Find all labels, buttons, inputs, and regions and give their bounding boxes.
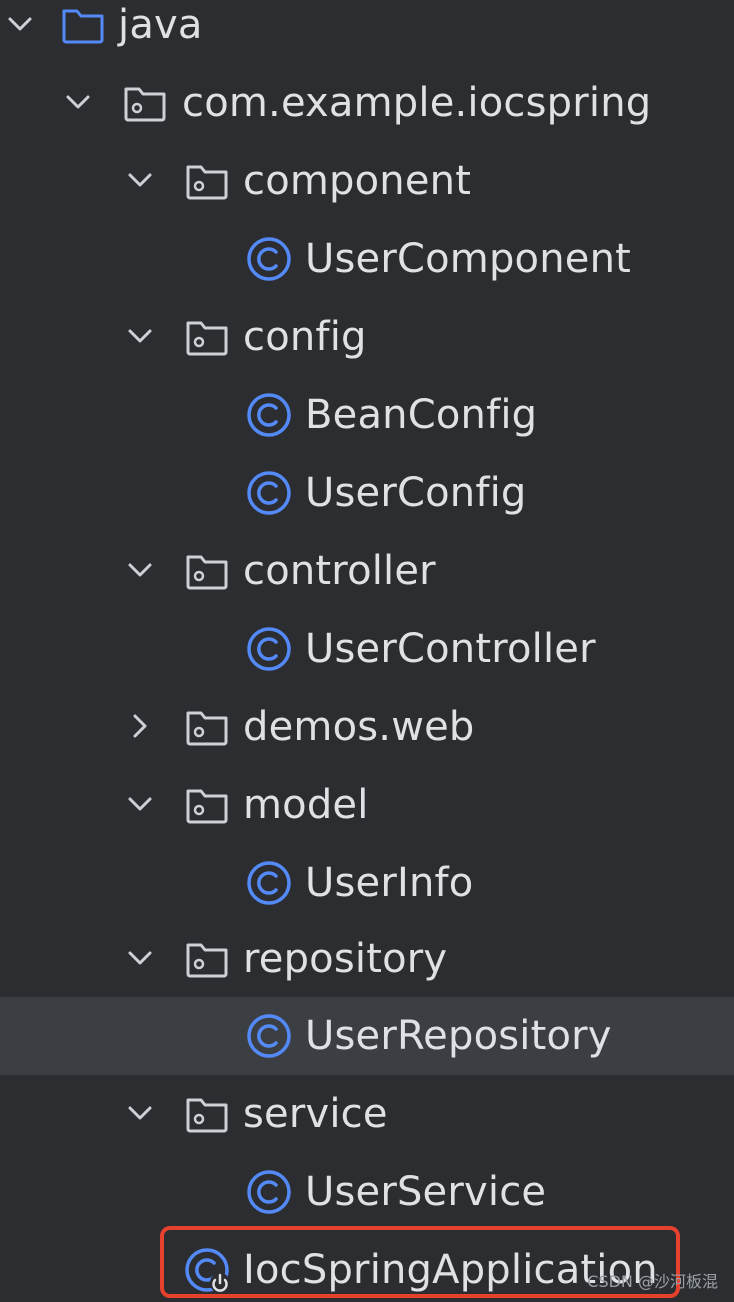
tree-node-com-example-iocspring[interactable]: com.example.iocspring (0, 64, 734, 142)
chevron-right-icon[interactable] (124, 710, 156, 742)
tree-node-label: UserService (305, 1169, 547, 1215)
tree-node-label: UserController (305, 626, 596, 672)
chevron-down-icon[interactable] (124, 554, 156, 586)
package-icon (124, 87, 166, 122)
tree-node-label: UserRepository (305, 1013, 612, 1059)
tree-node-label: service (243, 1091, 388, 1137)
tree-node-label: UserComponent (305, 236, 631, 282)
tree-node-userrepository[interactable]: UserRepository (0, 997, 734, 1075)
tree-node-label: UserInfo (305, 860, 474, 906)
tree-node-service[interactable]: service (0, 1075, 734, 1153)
chevron-down-icon[interactable] (124, 1097, 156, 1129)
tree-node-label: component (243, 158, 472, 204)
package-icon (186, 943, 228, 978)
tree-node-controller[interactable]: controller (0, 532, 734, 610)
tree-node-label: repository (243, 936, 448, 982)
tree-node-model[interactable]: model (0, 766, 734, 844)
tree-node-userservice[interactable]: UserService (0, 1153, 734, 1231)
package-icon (186, 1098, 228, 1133)
chevron-down-icon[interactable] (124, 320, 156, 352)
tree-node-label: IocSpringApplication (243, 1247, 658, 1293)
tree-node-component[interactable]: component (0, 142, 734, 220)
tree-node-userinfo[interactable]: UserInfo (0, 844, 734, 922)
source-folder-icon (62, 9, 104, 44)
tree-node-demos-web[interactable]: demos.web (0, 688, 734, 766)
class-icon (247, 393, 291, 437)
class-icon (247, 1014, 291, 1058)
chevron-down-icon[interactable] (124, 164, 156, 196)
chevron-down-icon[interactable] (124, 788, 156, 820)
watermark: CSDN @沙河板混 (587, 1272, 718, 1291)
tree-node-label: controller (243, 548, 436, 594)
package-icon (186, 165, 228, 200)
tree-node-usercomponent[interactable]: UserComponent (0, 220, 734, 298)
chevron-down-icon[interactable] (124, 942, 156, 974)
tree-node-beanconfig[interactable]: BeanConfig (0, 376, 734, 454)
tree-node-label: config (243, 314, 367, 360)
class-icon (247, 627, 291, 671)
package-icon (186, 321, 228, 356)
tree-node-label: model (243, 782, 369, 828)
tree-node-label: UserConfig (305, 470, 527, 516)
main-class-icon (185, 1248, 230, 1293)
tree-node-label: demos.web (243, 704, 475, 750)
chevron-down-icon[interactable] (62, 86, 94, 118)
class-icon (247, 237, 291, 281)
package-icon (186, 555, 228, 590)
tree-node-label: BeanConfig (305, 392, 538, 438)
tree-node-label: com.example.iocspring (182, 80, 652, 126)
tree-node-label: java (118, 2, 203, 48)
tree-node-config[interactable]: config (0, 298, 734, 376)
chevron-down-icon[interactable] (4, 8, 36, 40)
tree-node-iocspringapplication[interactable]: IocSpringApplication (0, 1231, 734, 1302)
tree-node-java[interactable]: java (0, 0, 734, 64)
tree-node-userconfig[interactable]: UserConfig (0, 454, 734, 532)
class-icon (247, 471, 291, 515)
package-icon (186, 789, 228, 824)
package-icon (186, 711, 228, 746)
tree-node-repository[interactable]: repository (0, 920, 734, 998)
tree-node-usercontroller[interactable]: UserController (0, 610, 734, 688)
class-icon (247, 1170, 291, 1214)
class-icon (247, 861, 291, 905)
